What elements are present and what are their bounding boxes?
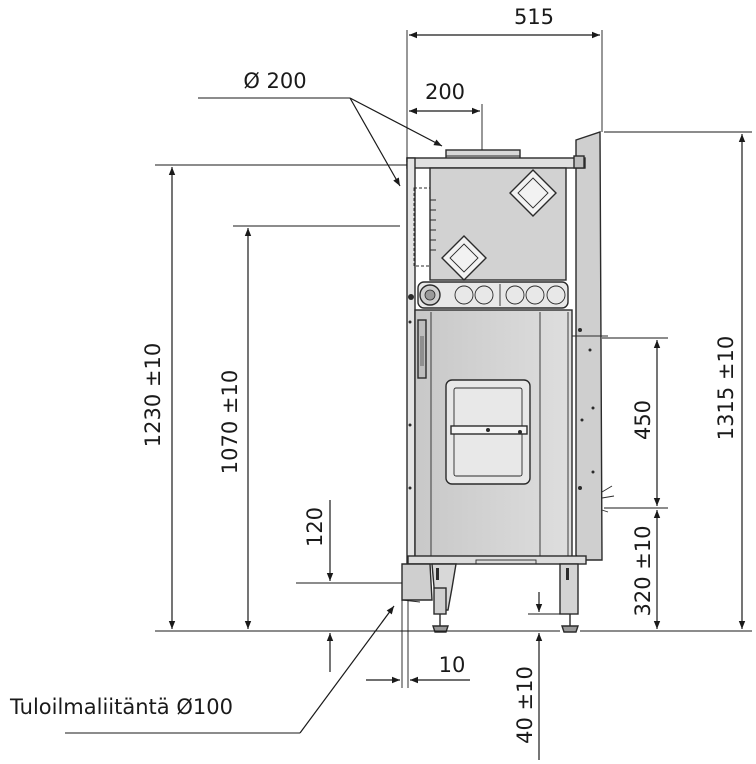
diamond-mark-upper bbox=[509, 169, 557, 217]
air-inlet-duct bbox=[401, 563, 433, 603]
legs bbox=[431, 563, 579, 633]
dim-height-mid: 1070 ±10 bbox=[218, 370, 242, 474]
dim-flue-diameter: Ø 200 bbox=[243, 69, 306, 93]
dimension-lines bbox=[65, 30, 752, 760]
band-buttons bbox=[454, 285, 566, 305]
back-panel bbox=[575, 131, 603, 561]
dim-overall-width: 515 bbox=[514, 5, 554, 29]
dim-lower-section: 320 ±10 bbox=[631, 525, 655, 616]
dim-door-section: 450 bbox=[631, 400, 655, 440]
dim-flue-offset: 200 bbox=[425, 80, 465, 104]
dim-leg-height: 40 ±10 bbox=[513, 666, 537, 744]
label-air-inlet: Tuloilmaliitäntä Ø100 bbox=[9, 695, 233, 719]
dim-inlet-height: 120 bbox=[303, 507, 327, 547]
control-knob bbox=[419, 284, 441, 306]
dim-inlet-offset: 10 bbox=[439, 653, 466, 677]
dimension-texts: 515 Ø 200 200 1230 ±10 1070 ±10 1315 ±10… bbox=[9, 5, 738, 744]
firebox-window bbox=[445, 379, 531, 485]
dim-height-left: 1230 ±10 bbox=[141, 343, 165, 447]
diamond-mark-lower bbox=[441, 235, 487, 281]
stove-body bbox=[401, 131, 615, 633]
dim-height-right: 1315 ±10 bbox=[714, 336, 738, 440]
